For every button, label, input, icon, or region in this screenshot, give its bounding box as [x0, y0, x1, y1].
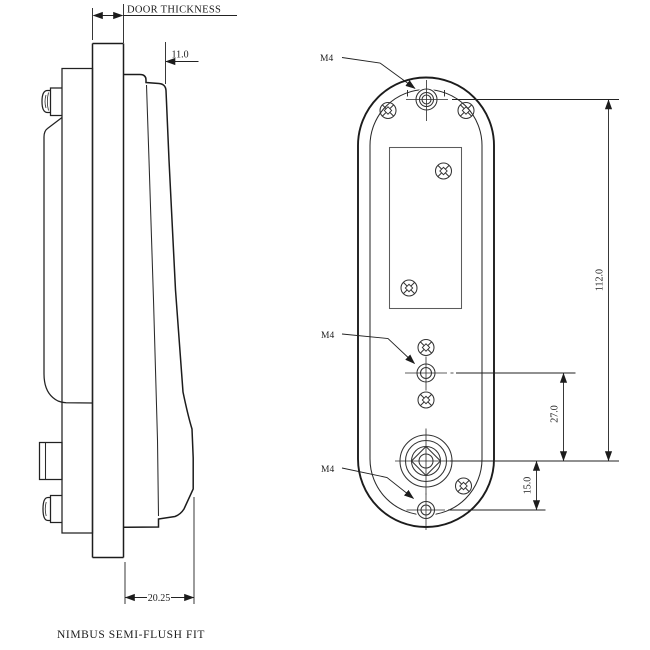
top-fixing-boss: [41, 87, 62, 117]
rear-plate: [61, 67, 94, 534]
front-view: M4 M4 M4 112.0 27.0 15.0: [320, 54, 619, 530]
m4-label-top: M4: [320, 54, 333, 64]
dim-27-label: 27.0: [550, 405, 561, 423]
m4-callouts: M4 M4 M4: [320, 54, 416, 499]
dim-2025-label: 20.25: [148, 593, 171, 604]
front-bezel-edge: [145, 84, 160, 517]
rear-cover: [43, 117, 93, 404]
m4-label-bottom: M4: [321, 465, 334, 475]
dim-11-label: 11.0: [172, 50, 189, 61]
screw-top-right: [457, 101, 475, 120]
bottom-m4-hole: [406, 493, 445, 530]
drawing-caption: NIMBUS SEMI-FLUSH FIT: [57, 629, 205, 641]
door-extension-lines: [92, 4, 124, 43]
extension-lines: [448, 99, 619, 511]
dim-bottom-projection: 20.25: [124, 497, 195, 604]
front-housing: [123, 73, 194, 529]
dim-mid-to-spindle: 27.0: [550, 372, 568, 462]
connector-block: [38, 441, 63, 481]
door-leaf: [91, 42, 125, 559]
battery-cutout: [388, 146, 463, 310]
top-hole-notch: [407, 90, 445, 97]
middle-m4-hole: [405, 356, 454, 391]
dim-15-label: 15.0: [523, 477, 534, 495]
screw-mid-upper: [417, 338, 435, 357]
screw-cutout-top: [434, 162, 453, 180]
dim-fixing-centres: 112.0: [595, 99, 613, 462]
screw-mid-lower: [417, 391, 435, 409]
bottom-fixing-boss: [42, 494, 62, 524]
dim-door-thickness: DOOR THICKNESS: [92, 5, 237, 20]
dim-spindle-to-bottom: 15.0: [523, 460, 541, 511]
side-view: DOOR THICKNESS 11.0 20.25: [38, 4, 237, 604]
door-thickness-label: DOOR THICKNESS: [127, 5, 221, 16]
m4-label-middle: M4: [321, 331, 334, 341]
dim-112-label: 112.0: [595, 269, 606, 291]
dim-top-projection: 11.0: [165, 42, 199, 84]
screw-bottom-right: [454, 477, 473, 495]
top-m4-hole: [406, 80, 448, 121]
screw-cutout-bottom: [400, 279, 418, 297]
spindle-square: [410, 445, 442, 477]
spindle-boss: [395, 428, 458, 495]
